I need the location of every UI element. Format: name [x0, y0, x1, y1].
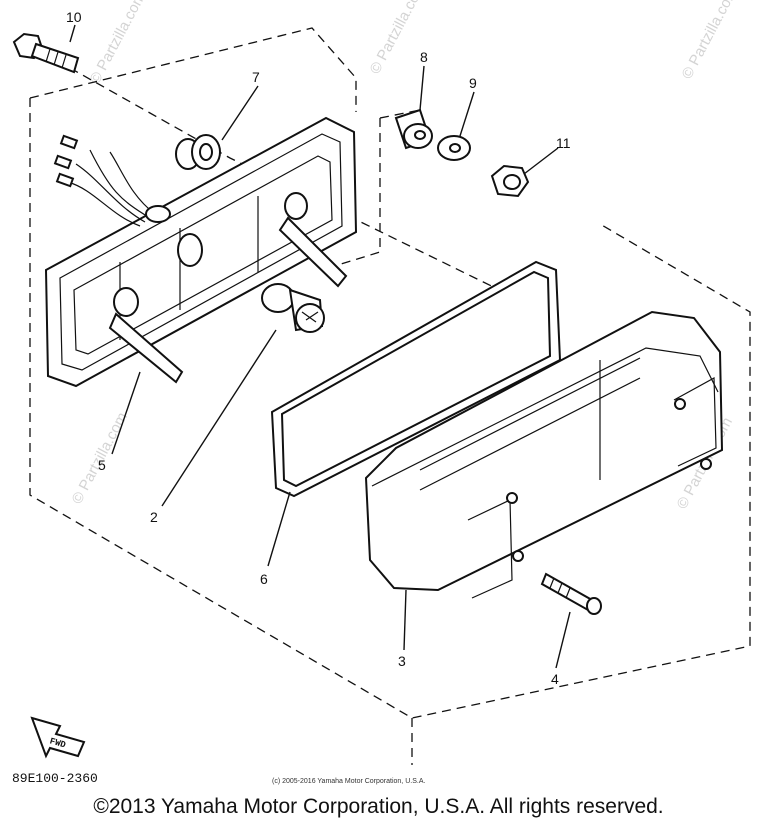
watermark-2: © Partzilla.com [367, 0, 429, 77]
callout-3: 3 [398, 653, 406, 669]
callout-5: 5 [98, 457, 106, 473]
copyright-footer: ©2013 Yamaha Motor Corporation, U.S.A. A… [93, 795, 664, 818]
bulb-part-2 [261, 283, 325, 333]
callout-8: 8 [420, 49, 428, 65]
bolt-part-10 [12, 32, 80, 74]
fwd-arrow: FWD [30, 716, 86, 759]
watermark-3: © Partzilla.com [679, 0, 741, 82]
leader-lines [69, 24, 571, 669]
nut-part-11 [490, 164, 530, 198]
screw-part-4 [540, 572, 602, 615]
fwd-label: FWD [48, 736, 67, 750]
grommet-part-7 [175, 134, 221, 170]
callout-10: 10 [66, 9, 82, 25]
callout-2: 2 [150, 509, 158, 525]
housing-assembly [44, 116, 358, 388]
parts-diagram: © Partzilla.com © Partzilla.com © Partzi… [12, 0, 751, 786]
assembly-centerline [69, 67, 521, 301]
callout-11: 11 [556, 135, 571, 151]
part-code: 89E100-2360 [12, 771, 98, 786]
watermark-1: © Partzilla.com [87, 0, 149, 87]
callout-7: 7 [252, 69, 260, 85]
small-copyright: (c) 2005-2016 Yamaha Motor Corporation, … [272, 778, 425, 785]
lens-part-3 [364, 310, 724, 599]
washer-part-9 [437, 135, 471, 161]
callout-9: 9 [469, 75, 477, 91]
callout-6: 6 [260, 571, 268, 587]
callout-4: 4 [551, 671, 559, 687]
collar-part-8 [394, 108, 433, 150]
